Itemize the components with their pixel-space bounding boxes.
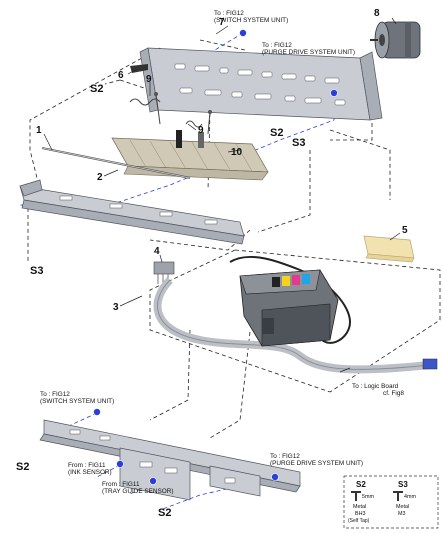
ref-top-switch-name: (SWITCH SYSTEM UNIT) [214, 17, 288, 24]
callout-8: 8 [374, 8, 380, 19]
screw-callouts: S2 S2 S3 S3 S2 S2 [16, 83, 305, 519]
screw-s2-mid: S2 [270, 127, 283, 139]
ref-tray-from: From : FIG11 [102, 481, 140, 488]
ref-point-switch-bottom [93, 408, 101, 416]
legend-s2-size: BH3 [355, 511, 366, 517]
ref-point-ink [116, 460, 124, 468]
screw-s2-bottom: S2 [158, 507, 171, 519]
ref-logic-to: To : Logic Board [352, 383, 399, 390]
ref-bottom-switch-to: To : FIG12 [40, 391, 70, 398]
legend-s3-len: 4mm [404, 494, 416, 500]
legend-s3-title: S3 [398, 480, 408, 489]
ref-ink-name: (INK SENSOR) [68, 469, 112, 476]
ref-point-purge-bottom [271, 473, 279, 481]
legend-s2-len: 5mm [362, 494, 374, 500]
ref-bottom-switch-name: (SWITCH SYSTEM UNIT) [40, 398, 114, 405]
screw-s3-icon [393, 491, 403, 501]
part-callouts: 1 2 3 4 5 6 7 8 9 9 10 [36, 8, 408, 313]
ref-point-tray [149, 477, 157, 485]
callout-4: 4 [154, 246, 160, 257]
ref-point-switch-top [239, 29, 247, 37]
callout-6: 6 [118, 70, 124, 81]
tray-part-2-10 [111, 130, 269, 181]
ref-ink-from: From : FIG11 [68, 462, 106, 469]
callout-9a: 9 [146, 74, 152, 85]
legend-s2-title: S2 [356, 480, 366, 489]
screw-legend: S2 S3 5mm 4mm Metal Metal BH3 M3 (Self T… [343, 475, 439, 529]
part-6-lever [127, 64, 148, 75]
rod-part-1 [41, 147, 191, 179]
middle-rail-bracket [19, 179, 245, 245]
screw-s3-left: S3 [30, 265, 43, 277]
screw-s2-top: S2 [90, 83, 103, 95]
legend-s2-note: (Self Tap) [348, 518, 370, 524]
top-frame-bracket [139, 29, 383, 121]
callout-7: 7 [219, 17, 225, 28]
springs-part-9 [129, 92, 212, 135]
legend-s2-mat: Metal [353, 504, 366, 510]
reference-labels: To : FIG12 (SWITCH SYSTEM UNIT) To : FIG… [40, 10, 404, 495]
callout-2: 2 [97, 172, 103, 183]
screw-s2-bottom-left: S2 [16, 461, 29, 473]
ref-top-switch-to: To : FIG12 [214, 10, 244, 17]
pad-part-5 [363, 235, 415, 263]
callout-5: 5 [402, 225, 408, 236]
bottom-frame-bracket [39, 408, 301, 501]
screw-s2-icon [351, 491, 361, 501]
ref-top-purge-to: To : FIG12 [262, 42, 292, 49]
screw-s3-top: S3 [292, 137, 305, 149]
legend-s3-mat: Metal [396, 504, 409, 510]
callout-3: 3 [113, 302, 119, 313]
callout-leaders [43, 17, 401, 373]
ref-point-purge-top [330, 89, 338, 97]
legend-s3-size: M3 [398, 511, 406, 517]
callout-10: 10 [231, 147, 243, 158]
callout-9b: 9 [198, 125, 204, 136]
carriage-unit-part-3 [153, 255, 438, 374]
ref-tray-name: (TRAY GUIDE SENSOR) [102, 488, 174, 495]
callout-1: 1 [36, 125, 42, 136]
ref-top-purge-name: (PURGE DRIVE SYSTEM UNIT) [262, 49, 355, 56]
ref-logic-cf: cf. Fig8 [383, 390, 404, 397]
motor-part-8 [370, 21, 421, 59]
ref-bottom-purge-name: (PURGE DRIVE SYSTEM UNIT) [270, 460, 363, 467]
ref-bottom-purge-to: To : FIG12 [270, 453, 300, 460]
